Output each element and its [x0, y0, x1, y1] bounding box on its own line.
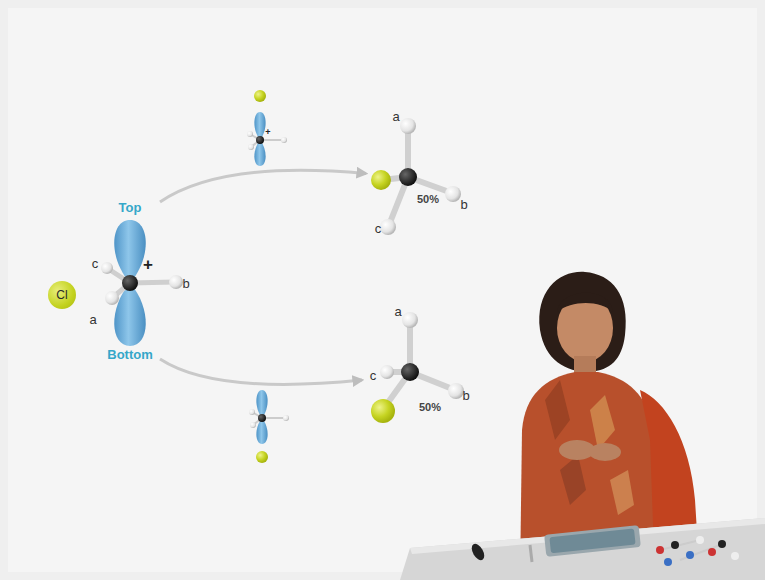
- charge-symbol: +: [265, 128, 270, 137]
- atom-label: b: [462, 389, 469, 402]
- atom-label: a: [392, 110, 399, 123]
- molecule-group: Top c + b aBottom: [80, 198, 195, 363]
- percent-label: 50%: [419, 402, 441, 413]
- table: [400, 518, 765, 580]
- atom-label: c: [370, 369, 377, 382]
- percent-label: 50%: [417, 194, 439, 205]
- atom-label: b: [460, 198, 467, 211]
- atom-label: c: [92, 257, 99, 270]
- molecule-group: a c b 50%: [364, 302, 476, 424]
- atom-label: a: [89, 313, 96, 326]
- top-attack-icon: [247, 90, 287, 166]
- carbocation: [101, 220, 183, 346]
- bottom-product-molecule: [371, 312, 464, 423]
- bottom-attack-icon: [249, 390, 289, 463]
- lobe-label: Top: [119, 201, 142, 214]
- reaction-arrow: [160, 170, 366, 202]
- molecule-group: a b c 50%: [368, 106, 478, 236]
- chloride-atom: Cl: [48, 281, 76, 309]
- charge-symbol: +: [143, 256, 153, 273]
- top-product-molecule: [371, 118, 461, 235]
- lobe-label: Bottom: [107, 348, 153, 361]
- atom-label: b: [182, 277, 189, 290]
- reaction-arrow: [160, 359, 362, 384]
- atom-label: Cl: [56, 289, 67, 301]
- atom-label: a: [394, 305, 401, 318]
- atom-label: c: [375, 222, 382, 235]
